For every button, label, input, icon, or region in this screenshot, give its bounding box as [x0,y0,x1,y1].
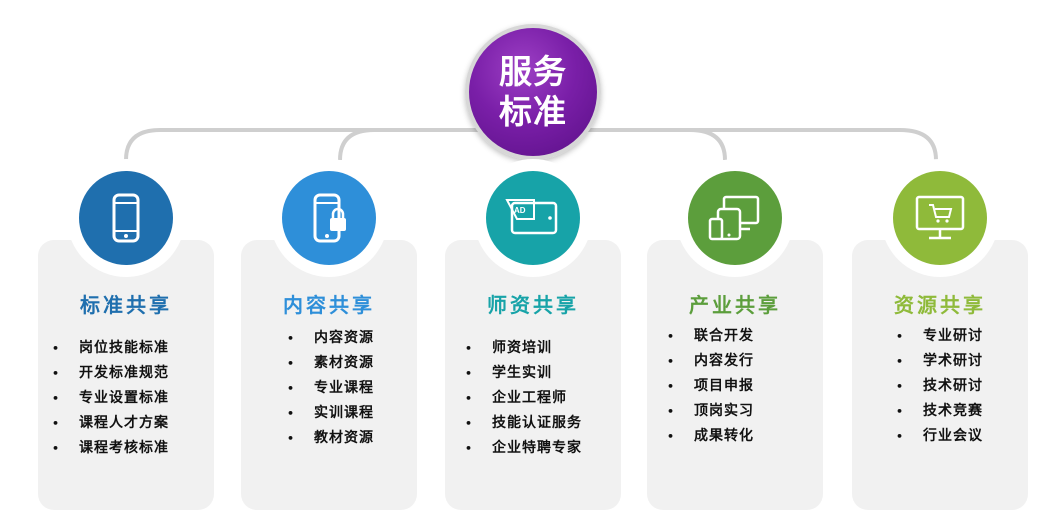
card-title: 师资共享 [487,293,579,317]
icon-disc [893,171,987,265]
item-list: 岗位技能标准 开发标准规范 专业设置标准 课程人才方案 课程考核标准 [52,336,169,461]
svg-text:AD: AD [514,206,526,215]
card-title: 标准共享 [80,293,172,317]
card-teacher-sharing: 师资共享 师资培训 学生实训 企业工程师 技能认证服务 企业特聘专家 [445,240,621,510]
card-title: 产业共享 [689,293,781,317]
icon-ring [676,159,794,277]
item-list: 联合开发 内容发行 项目申报 顶岗实习 成果转化 [667,324,754,449]
icon-disc [79,171,173,265]
hub-title-line2: 标准 [499,92,567,131]
list-item: 专业课程 [287,376,374,401]
list-item: 开发标准规范 [52,361,169,386]
icon-disc [688,171,782,265]
card-title: 资源共享 [894,293,986,317]
multi-device-icon [708,195,760,241]
icon-ring [67,159,185,277]
icon-ring [270,159,388,277]
item-list: 师资培训 学生实训 企业工程师 技能认证服务 企业特聘专家 [465,336,582,461]
list-item: 专业设置标准 [52,386,169,411]
icon-ring [881,159,999,277]
shopping-monitor-icon [915,195,965,240]
list-item: 专业研讨 [896,324,983,349]
list-item: 项目申报 [667,374,754,399]
list-item: 岗位技能标准 [52,336,169,361]
hub-circle: 服务 标准 [465,24,601,160]
list-item: 技术竞赛 [896,399,983,424]
item-list: 内容资源 素材资源 专业课程 实训课程 教材资源 [287,326,374,451]
list-item: 联合开发 [667,324,754,349]
card-title: 内容共享 [283,293,375,317]
list-item: 内容资源 [287,326,374,351]
list-item: 学生实训 [465,361,582,386]
list-item: 素材资源 [287,351,374,376]
list-item: 内容发行 [667,349,754,374]
list-item: 课程人才方案 [52,411,169,436]
list-item: 成果转化 [667,424,754,449]
list-item: 师资培训 [465,336,582,361]
icon-ring: AD [474,159,592,277]
card-content-sharing: 内容共享 内容资源 素材资源 专业课程 实训课程 教材资源 [241,240,417,510]
list-item: 技能认证服务 [465,411,582,436]
item-list: 专业研讨 学术研讨 技术研讨 技术竞赛 行业会议 [896,324,983,449]
list-item: 顶岗实习 [667,399,754,424]
list-item: 课程考核标准 [52,436,169,461]
list-item: 实训课程 [287,401,374,426]
hub-title-line1: 服务 [499,52,567,91]
list-item: 企业工程师 [465,386,582,411]
card-standard-sharing: 标准共享 岗位技能标准 开发标准规范 专业设置标准 课程人才方案 课程考核标准 [38,240,214,510]
ad-tablet-icon: AD [505,199,558,235]
card-industry-sharing: 产业共享 联合开发 内容发行 项目申报 顶岗实习 成果转化 [647,240,823,510]
list-item: 教材资源 [287,426,374,451]
card-resource-sharing: 资源共享 专业研讨 学术研讨 技术研讨 技术竞赛 行业会议 [852,240,1028,510]
locked-phone-icon [313,193,346,243]
list-item: 学术研讨 [896,349,983,374]
list-item: 行业会议 [896,424,983,449]
icon-disc: AD [486,171,580,265]
list-item: 技术研讨 [896,374,983,399]
icon-disc [282,171,376,265]
smartphone-icon [112,193,140,243]
list-item: 企业特聘专家 [465,436,582,461]
